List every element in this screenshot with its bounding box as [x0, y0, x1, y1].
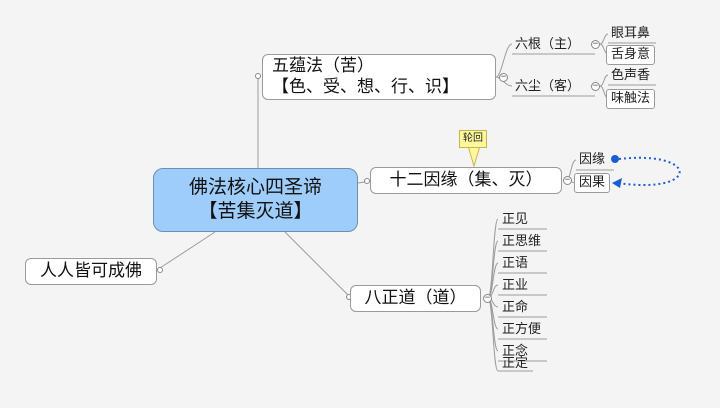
branch-five-skandhas-subtitle: 【色、受、想、行、识】	[272, 77, 459, 97]
leaf-right-livelihood[interactable]: 正命	[502, 300, 529, 315]
branch-five-skandhas-title: 五蕴法（苦）	[272, 55, 374, 76]
center-topic-subtitle: 【苦集灭道】	[198, 200, 313, 222]
leaf-right-means[interactable]: 正方便	[502, 322, 542, 337]
branch-twelve-nidanas[interactable]: 十二因缘（集、灭）	[370, 167, 562, 194]
collapse-six-roots-toggle[interactable]: −	[591, 39, 600, 49]
leaf-right-thought[interactable]: 正思维	[502, 234, 542, 249]
sub-six-dusts[interactable]: 六尘（客）	[515, 79, 581, 94]
branch-five-skandhas[interactable]: 五蕴法（苦） 【色、受、想、行、识】	[262, 54, 496, 100]
callout-samsara: 轮回	[459, 130, 487, 148]
center-topic[interactable]: 佛法核心四圣谛 【苦集灭道】	[153, 168, 358, 232]
center-topic-title: 佛法核心四圣谛	[188, 176, 322, 199]
sub-six-roots[interactable]: 六根（主）	[515, 37, 581, 52]
collapse-skandha-toggle[interactable]: −	[499, 72, 508, 82]
collapse-path-toggle[interactable]: −	[483, 293, 492, 303]
leaf-cause-condition[interactable]: 因缘	[579, 152, 606, 167]
branch-eightfold-path[interactable]: 八正道（道）	[350, 285, 481, 312]
leaf-right-action[interactable]: 正业	[502, 278, 529, 293]
collapse-twelve-toggle[interactable]: −	[563, 175, 572, 185]
leaf-taste-touch-dharma[interactable]: 味触法	[606, 89, 656, 109]
leaf-form-sound-scent[interactable]: 色声香	[611, 68, 651, 83]
branch-twelve-nidanas-title: 十二因缘（集、灭）	[389, 169, 543, 190]
branch-all-can-become-buddha-title: 人人皆可成佛	[40, 260, 142, 281]
leaf-eye-ear-nose[interactable]: 眼耳鼻	[611, 26, 651, 41]
loop-arrow	[611, 155, 681, 188]
collapse-six-dusts-toggle[interactable]: −	[591, 81, 600, 91]
leaf-cause-effect[interactable]: 因果	[574, 173, 611, 193]
leaf-right-view[interactable]: 正见	[502, 212, 529, 227]
branch-eightfold-path-title: 八正道（道）	[364, 287, 467, 308]
leaf-tongue-body-mind[interactable]: 舌身意	[606, 45, 656, 65]
leaf-right-speech[interactable]: 正语	[502, 256, 529, 271]
leaf-right-concentration[interactable]: 正定	[502, 356, 529, 371]
branch-all-can-become-buddha[interactable]: 人人皆可成佛	[25, 258, 157, 285]
leaf-right-mindfulness[interactable]: 正念	[502, 344, 529, 359]
